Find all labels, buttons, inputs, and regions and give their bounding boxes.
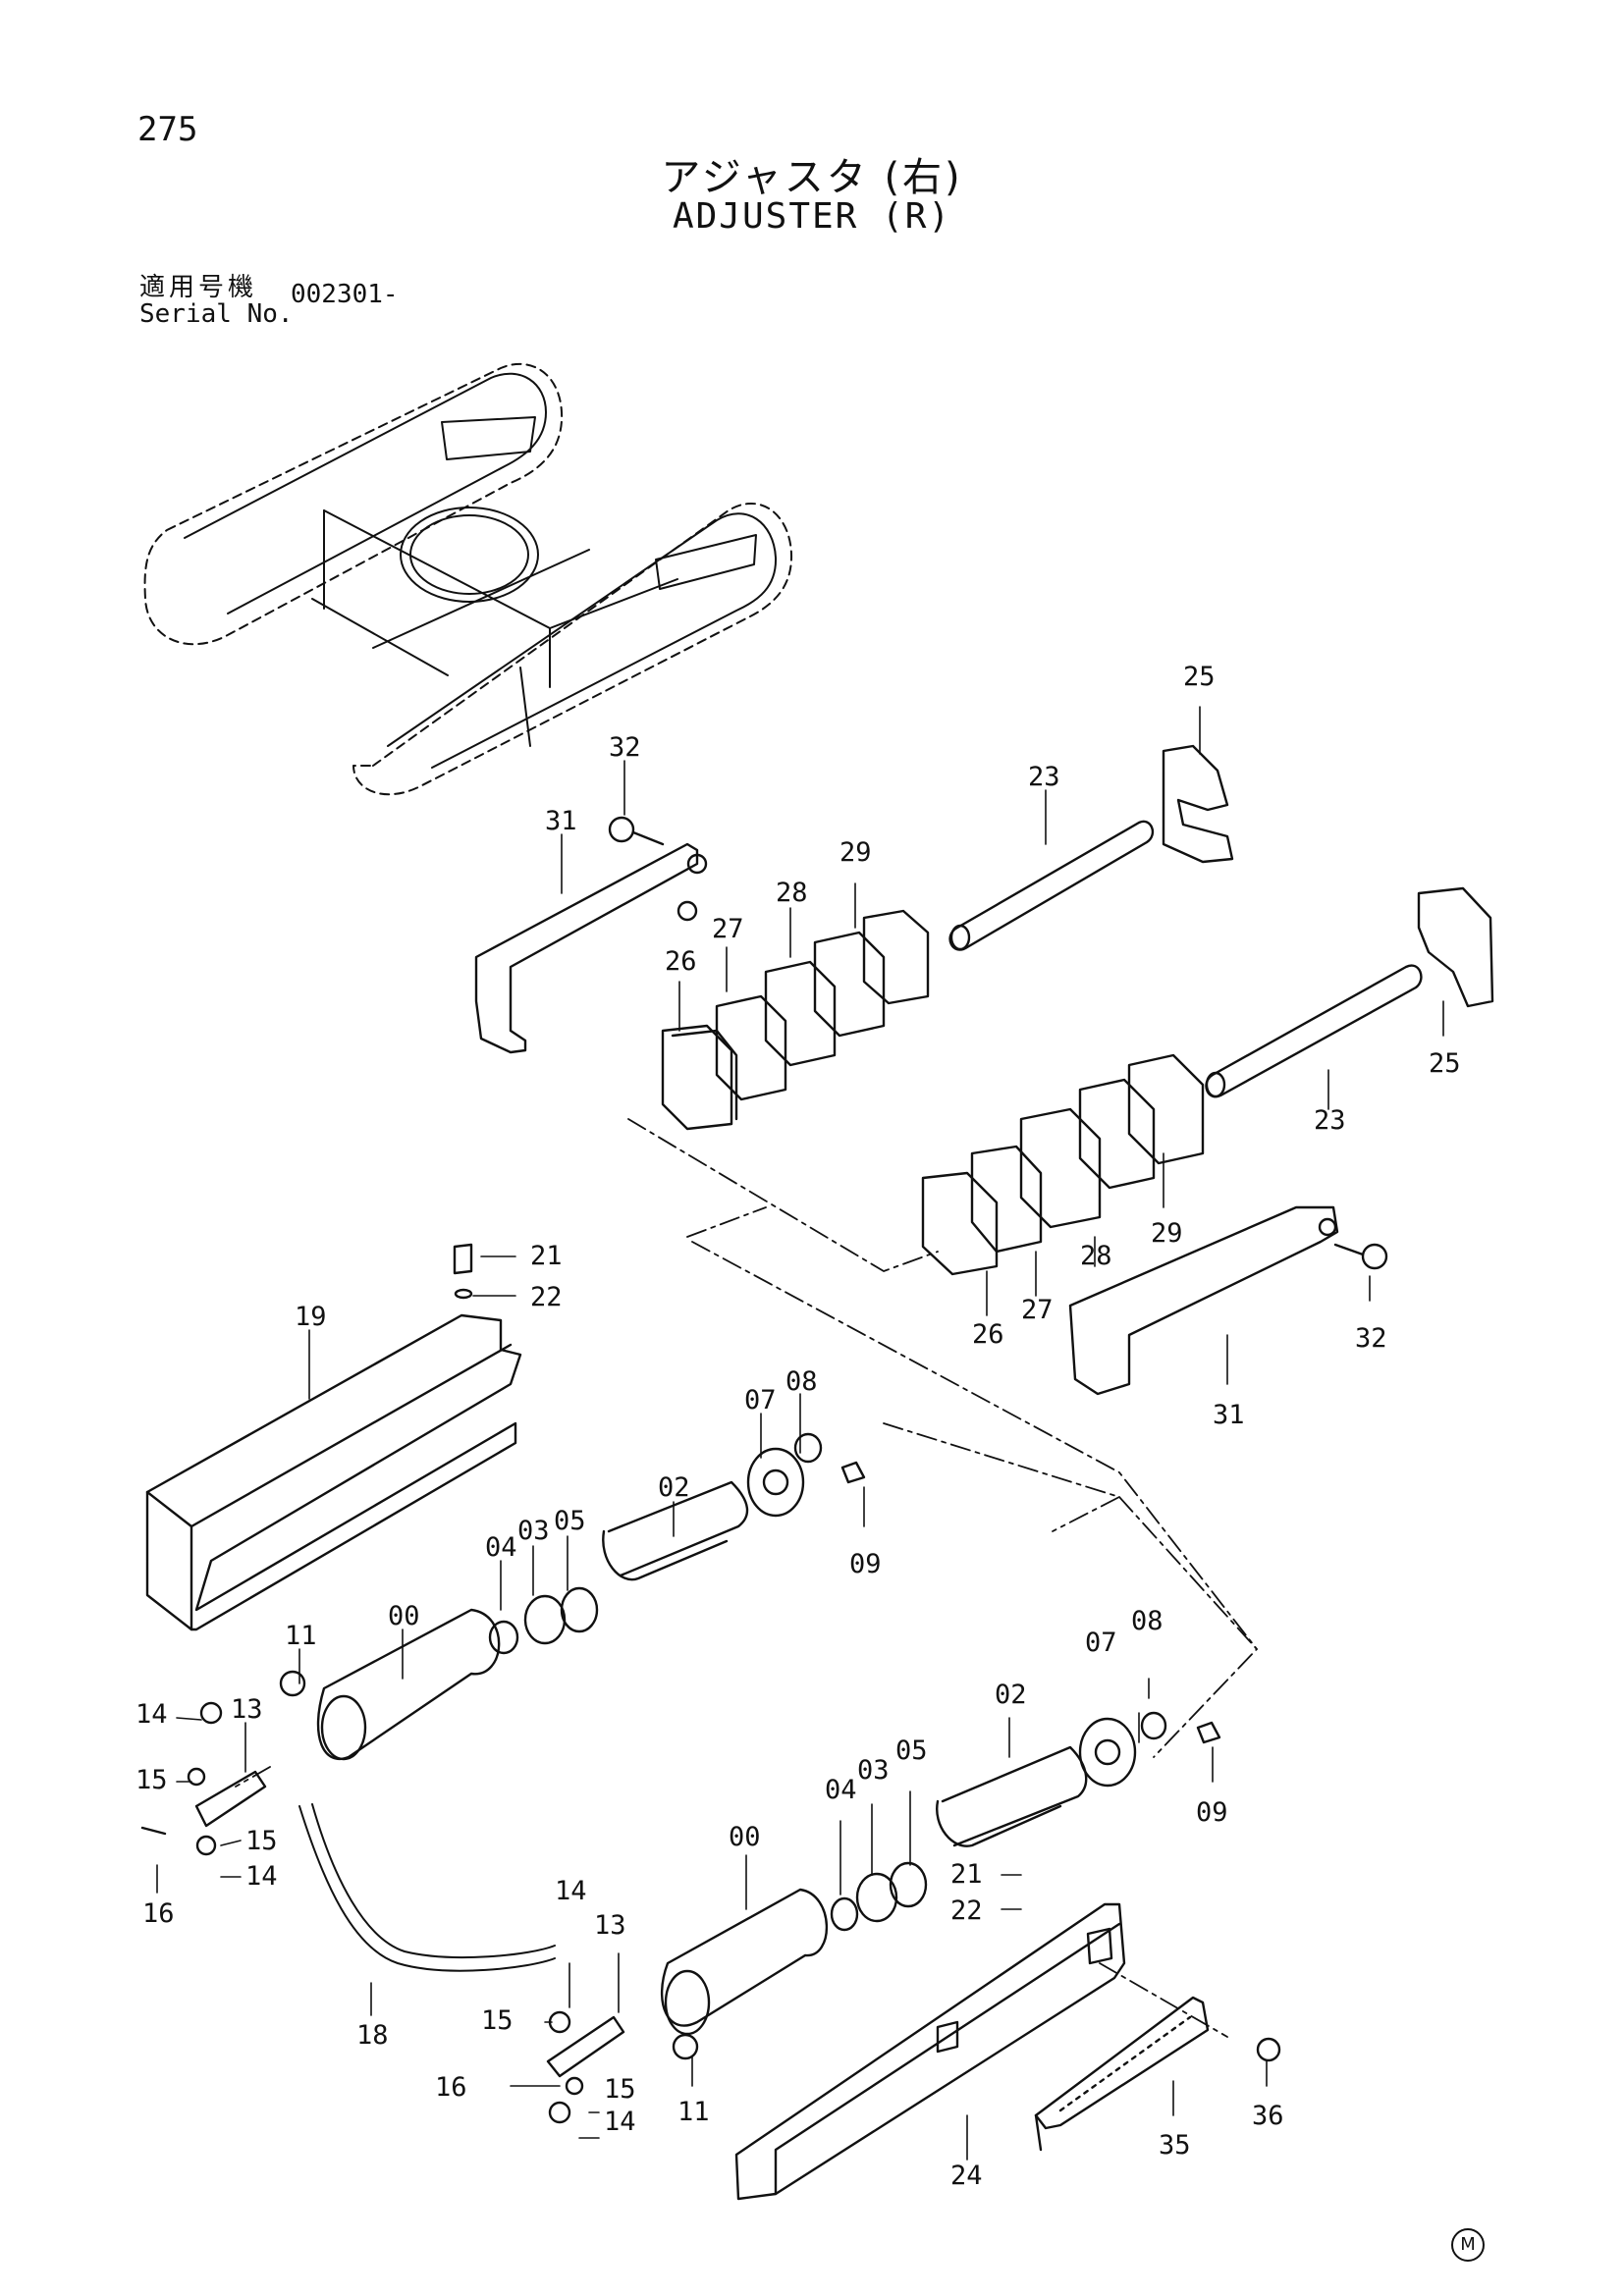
shim-stack-upper [661, 909, 930, 1131]
callout-13: 13 [594, 1910, 626, 1941]
undercarriage-overview [143, 362, 793, 796]
callout-27: 27 [712, 914, 744, 944]
callout-25: 25 [1429, 1048, 1461, 1079]
page-number: 275 [137, 110, 198, 149]
callout-36: 36 [1252, 2101, 1284, 2131]
callout-24: 24 [950, 2161, 983, 2191]
callout-32: 32 [1355, 1323, 1387, 1354]
callout-15: 15 [604, 2074, 636, 2105]
guard-19 [145, 1313, 522, 1631]
callout-00: 00 [729, 1822, 761, 1852]
undercarriage-frame [184, 372, 778, 769]
callout-02: 02 [995, 1680, 1027, 1710]
callout-18: 18 [356, 2020, 389, 2051]
callout-26: 26 [665, 946, 697, 977]
callout-14: 14 [245, 1861, 278, 1892]
bolt-21-upper [453, 1243, 473, 1300]
callout-03: 03 [857, 1755, 890, 1786]
callout-32: 32 [609, 732, 641, 763]
manufacturer-mark: M [1451, 2228, 1485, 2262]
callout-labels: 25 32 23 31 29 28 27 26 25 23 29 28 27 2… [135, 662, 1461, 2191]
scraper-35 [1034, 1996, 1210, 2152]
callout-14: 14 [135, 1699, 168, 1730]
connection-lines [235, 1118, 1258, 2038]
hose-18 [298, 1803, 556, 1972]
serial-label-english: Serial No. [139, 299, 294, 329]
callout-15: 15 [481, 2005, 514, 2036]
callout-19: 19 [295, 1302, 327, 1332]
callout-14: 14 [555, 1876, 587, 1906]
callout-25: 25 [1183, 662, 1216, 692]
callout-08: 08 [785, 1366, 818, 1397]
callout-02: 02 [658, 1472, 690, 1503]
callout-11: 11 [285, 1621, 317, 1651]
callout-07: 07 [1085, 1628, 1117, 1658]
callout-22: 22 [950, 1896, 983, 1926]
cylinder-assembly-upper [279, 1432, 866, 1761]
callout-05: 05 [554, 1506, 586, 1536]
callout-21: 21 [950, 1859, 983, 1890]
callout-11: 11 [677, 2097, 710, 2127]
callout-35: 35 [1159, 2130, 1191, 2161]
callout-04: 04 [485, 1532, 517, 1563]
callout-23: 23 [1028, 762, 1060, 792]
cylinder-assembly-lower [660, 1711, 1221, 2060]
callout-07: 07 [744, 1385, 777, 1415]
leader-lines [156, 706, 1444, 2161]
callout-13: 13 [231, 1694, 263, 1725]
callout-03: 03 [517, 1516, 550, 1546]
upper-shim-assembly [474, 744, 1494, 1396]
callout-00: 00 [388, 1601, 420, 1631]
callout-14: 14 [604, 2107, 636, 2137]
guard-24 [734, 1902, 1126, 2201]
callout-15: 15 [245, 1826, 278, 1856]
title-english: ADJUSTER (R) [672, 196, 952, 237]
callout-23: 23 [1314, 1105, 1346, 1136]
shim-stack-lower [921, 1053, 1205, 1276]
callout-27: 27 [1021, 1295, 1054, 1325]
callout-04: 04 [825, 1775, 857, 1805]
serial-number-value: 002301- [291, 280, 399, 309]
callout-31: 31 [545, 806, 577, 836]
grease-fitting-upper [140, 1701, 267, 1856]
callout-22: 22 [530, 1282, 563, 1312]
callout-16: 16 [435, 2072, 467, 2103]
callout-28: 28 [776, 878, 808, 908]
callout-29: 29 [1151, 1218, 1183, 1249]
callout-26: 26 [972, 1319, 1004, 1350]
callout-15: 15 [135, 1765, 168, 1795]
callout-21: 21 [530, 1241, 563, 1271]
callout-29: 29 [839, 837, 872, 868]
callout-31: 31 [1213, 1400, 1245, 1430]
callout-09: 09 [1196, 1797, 1228, 1828]
bolt-36 [1256, 2037, 1281, 2062]
title-japanese: アジャスタ (右) [661, 155, 963, 200]
callout-08: 08 [1131, 1606, 1164, 1636]
callout-09: 09 [849, 1549, 882, 1579]
callout-28: 28 [1080, 1241, 1112, 1271]
serial-label-japanese: 適用号機 [139, 273, 258, 302]
callout-16: 16 [142, 1898, 175, 1929]
callout-05: 05 [895, 1735, 928, 1766]
